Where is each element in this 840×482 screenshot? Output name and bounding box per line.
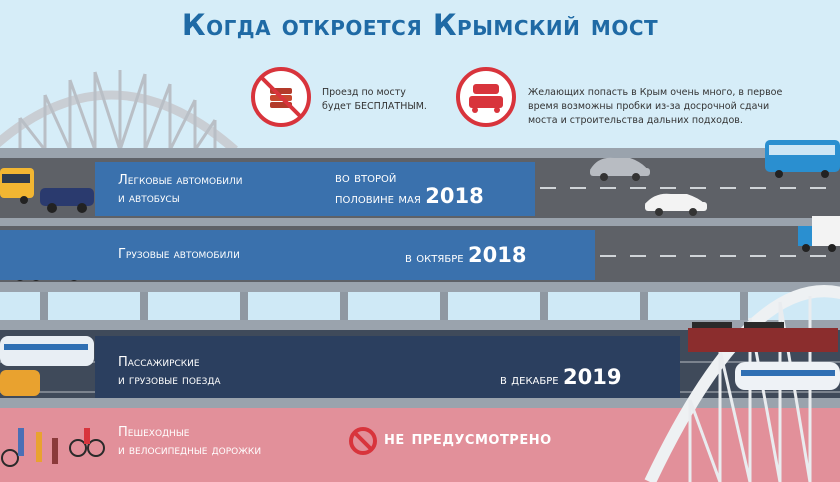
trucks-band [0, 230, 595, 280]
not-provided-status: не предусмотрено [384, 428, 552, 449]
bus-left [0, 168, 34, 204]
trains-label: Пассажирские и грузовые поезда [118, 354, 318, 390]
traffic-jam-icon [456, 67, 516, 127]
free-passage-line1: Проезд по мосту [322, 87, 406, 98]
cars-date: во второй половине мая 2018 [335, 169, 535, 208]
cars-label-line2: и автобусы [118, 191, 180, 206]
free-passage-note: Проезд по мосту будет БЕСПЛАТНЫМ. [322, 86, 442, 114]
car-white [645, 193, 707, 216]
trains-band [95, 336, 680, 398]
trains-date: в декабре 2019 [500, 365, 680, 389]
cars-date-line1: во второй [335, 170, 397, 186]
cars-label: Легковые автомобили и автобусы [118, 172, 318, 208]
freight-train-right [688, 322, 838, 352]
page-title: Когда откроется Крымский мост [181, 8, 659, 42]
traffic-jam-note: Желающих попасть в Крым очень много, в п… [528, 86, 828, 128]
cars-date-line2: половине мая 2018 [335, 184, 535, 208]
trains-date-month: в декабре [500, 372, 559, 388]
left-bridge-arch [0, 70, 238, 154]
pedestrian-label-line1: Пешеходные [118, 425, 190, 440]
pedestrian-label-line2: и велосипедные дорожки [118, 443, 262, 458]
trucks-date: в октябре 2018 [405, 243, 595, 267]
pedestrians-left [1, 428, 105, 467]
passenger-train-right [735, 362, 840, 390]
truck-right [798, 216, 840, 252]
trains-year: 2019 [563, 365, 622, 389]
trains-label-line1: Пассажирские [118, 355, 200, 370]
free-passage-line2: будет БЕСПЛАТНЫМ. [322, 101, 427, 112]
trucks-year: 2018 [468, 243, 527, 267]
traffic-jam-line3: моста и строительства дальних подходов. [528, 115, 743, 126]
train-left [0, 336, 94, 396]
trucks-label: Грузовые автомобили [118, 247, 240, 262]
cars-year: 2018 [425, 184, 484, 208]
trucks-date-month: в октябре [405, 250, 464, 266]
no-money-icon [251, 67, 311, 127]
bus-blue [765, 140, 840, 178]
traffic-jam-line1: Желающих попасть в Крым очень много, в п… [528, 87, 783, 98]
forbidden-icon [349, 427, 377, 455]
trains-label-line2: и грузовые поезда [118, 373, 221, 388]
car-gray [590, 157, 650, 181]
cars-date-month: половине мая [335, 191, 421, 207]
suv-left [40, 188, 94, 213]
pedestrian-label: Пешеходные и велосипедные дорожки [118, 424, 338, 460]
traffic-jam-line2: время возможны пробки из-за досрочной сд… [528, 101, 770, 112]
cars-band [95, 162, 535, 216]
cars-label-line1: Легковые автомобили [118, 173, 243, 188]
